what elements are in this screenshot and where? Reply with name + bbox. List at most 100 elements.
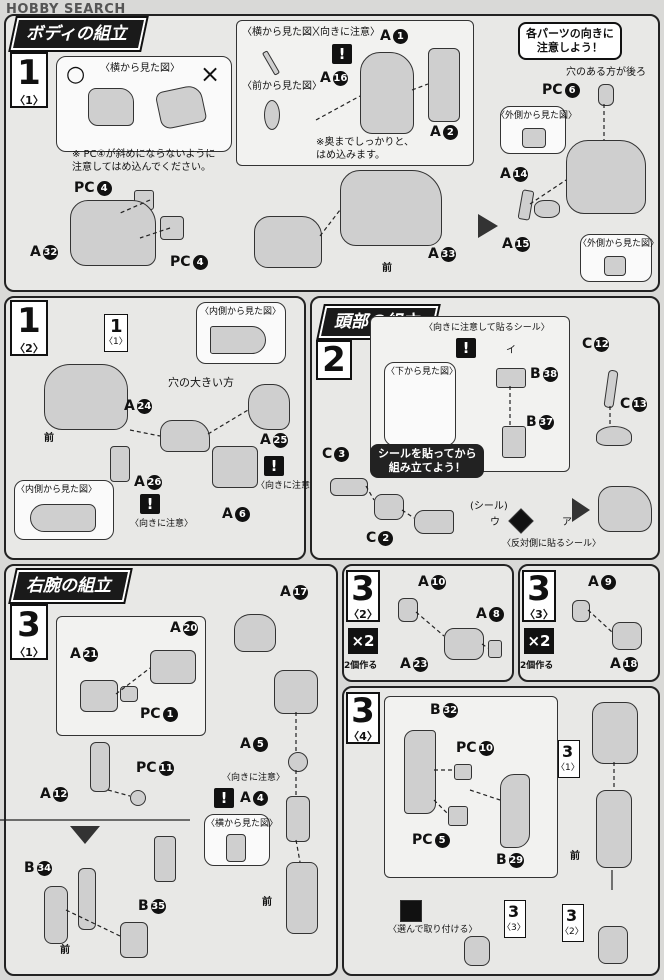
step-number: 1 — [17, 53, 41, 93]
ref-step-number: 3 — [566, 906, 578, 925]
ref-step-3-1-box — [558, 740, 580, 778]
part-torso-ref — [44, 364, 128, 430]
part-c2 — [414, 510, 454, 534]
ref-step-3-3-box — [504, 900, 526, 938]
part-pc5 — [448, 806, 468, 826]
part-hand-option-2 — [598, 926, 628, 964]
ref-step-3-2-box — [562, 904, 584, 942]
pc4-note: ※ PC④が斜めにならないように 注意してはめ込んでください。 — [72, 149, 216, 173]
sticker-a: ア — [562, 517, 572, 528]
direction-note: 〈向きに注意〉 — [310, 27, 380, 38]
part-c3 — [330, 478, 368, 496]
step-1-1-box — [10, 52, 48, 108]
side-view-label-2: 〈横から見た図〉 — [242, 27, 322, 38]
bottom-view-bubble — [384, 362, 456, 446]
part-c13 — [596, 426, 632, 446]
step-3-1-box — [10, 604, 48, 660]
part-a20 — [150, 650, 196, 684]
part-a26 — [110, 446, 130, 482]
part-head-core — [374, 494, 404, 520]
part-fist — [612, 622, 642, 650]
part-b29 — [500, 774, 530, 848]
ref-step-number: 1 — [110, 316, 123, 337]
warning-icon: ! — [140, 494, 160, 514]
substep-label: 〈3〉 — [524, 608, 554, 621]
part-a4 — [286, 796, 310, 842]
substep-label: 〈4〉 — [348, 730, 378, 743]
sticker-i: イ — [506, 345, 516, 356]
step-number: 3 — [351, 691, 375, 731]
step-3-4-box — [346, 692, 380, 744]
warning-icon: ! — [456, 338, 476, 358]
part-elbow — [90, 742, 110, 792]
part-sketch-a4 — [226, 834, 246, 862]
part-torso-left — [254, 216, 322, 268]
part-b34 — [44, 886, 68, 944]
warning-icon: ! — [264, 456, 284, 476]
step-3-3-box — [522, 570, 556, 622]
step-number: 3 — [17, 605, 41, 645]
part-inner-sketch — [210, 326, 266, 354]
part-a32-sketch — [70, 200, 156, 266]
substep-label: 〈1〉 — [14, 94, 44, 107]
inner-view-label-2: 〈内側から見た図〉 — [16, 485, 98, 495]
direction-note: 〈向きに注意〉 — [222, 773, 286, 783]
front-label: 前 — [44, 433, 54, 444]
part-b32 — [404, 730, 436, 814]
ref-substep: 〈1〉 — [104, 337, 128, 347]
sticker-label: (シール) — [470, 501, 508, 512]
warning-icon: ! — [332, 44, 352, 64]
outer-view-label-2: 〈外側から見た図〉 — [578, 239, 660, 249]
make-two-note: 2個作る — [520, 661, 554, 671]
step-number: 3 — [351, 569, 375, 609]
part-sketch-ok — [88, 88, 134, 126]
step-2-box — [316, 340, 352, 380]
front-label: 前 — [570, 851, 580, 862]
sticker-u: ウ — [490, 517, 500, 528]
part-pc11 — [130, 790, 146, 806]
part-a1-chest — [360, 52, 414, 134]
part-sub-sketch — [154, 836, 176, 882]
ref-substep: 〈1〉 — [556, 763, 580, 773]
ref-substep: 〈3〉 — [502, 923, 526, 933]
part-body-right — [566, 140, 646, 214]
part-a21 — [80, 680, 118, 712]
part-a2-back — [428, 48, 460, 122]
direction-note: 〈向きに注意〉 — [256, 481, 320, 491]
substep-label: 〈1〉 — [14, 646, 44, 659]
part-a15 — [534, 200, 560, 218]
push-note: ※奥までしっかりと、 はめ込みます。 — [316, 137, 414, 161]
substep-label: 〈2〉 — [348, 608, 378, 621]
make-two-note: 2個作る — [344, 661, 378, 671]
part-pc1 — [120, 686, 138, 702]
part-upper-arm — [592, 702, 638, 764]
sticker-note: 〈向きに注意して貼るシール〉 — [424, 323, 550, 333]
reverse-note: 〈反対側に貼るシール〉 — [502, 539, 602, 549]
side-view-label: 〈横から見た図〉 — [100, 63, 180, 74]
part-b38 — [496, 368, 526, 388]
